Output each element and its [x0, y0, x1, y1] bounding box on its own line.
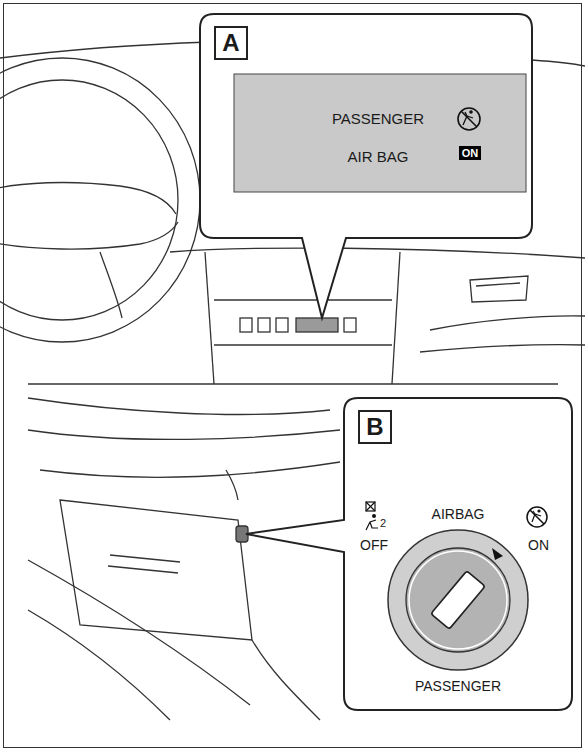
dashboard-illustration-part: [0, 42, 210, 58]
lower-dashboard-illustration-part: [28, 430, 340, 439]
switch-label: PASSENGER: [403, 678, 513, 695]
lower-dashboard-illustration-part: [110, 555, 180, 562]
airbag-on-icon-a-part: [458, 108, 480, 130]
key-switch-dial-part: [431, 571, 485, 629]
lower-dashboard-illustration-part: [108, 566, 178, 573]
switch-label: AIRBAG: [424, 506, 492, 523]
airbag-on-icon-b-part: [537, 509, 540, 512]
child-seat-off-icon-part: [372, 514, 376, 518]
indicator-text: PASSENGER AIR BAG: [322, 100, 434, 176]
lower-dashboard-illustration-part: [226, 470, 238, 500]
key-switch-dial-part: [492, 548, 503, 560]
dashboard-illustration-part: [392, 252, 400, 384]
callout-bubble-a-part: [234, 74, 526, 192]
airbag-on-icon-a: [458, 108, 480, 130]
page-frame-part: [28, 383, 558, 385]
dashboard-illustration-part: [0, 80, 178, 320]
lower-dashboard-illustration-part: [28, 398, 330, 414]
lower-dashboard-illustration-part: [28, 610, 170, 720]
key-switch-dial-part: [388, 530, 528, 670]
callout-bubble-b-part: [246, 398, 572, 710]
dashboard-illustration-part: [430, 316, 585, 330]
dashboard-illustration-part: [476, 283, 520, 286]
dashboard-illustration-part: [344, 318, 356, 332]
key-switch-dial-part: [406, 548, 510, 652]
callout-frame: B AIRBAG OFF ON PASSENGER 2: [344, 398, 572, 710]
dashboard-illustration-part: [258, 318, 270, 332]
dashboard-illustration-part: [205, 252, 214, 384]
dashboard-illustration-part: [296, 318, 338, 332]
key-switch-dial-part-part: [431, 571, 485, 629]
lower-dashboard-illustration-part: [28, 560, 250, 705]
child-seat-off-icon-part: [366, 502, 375, 511]
dashboard-illustration-part: [420, 345, 585, 352]
airbag-on-icon-a-part: [469, 110, 473, 114]
airbag-on-icon-b-part: [527, 507, 547, 527]
page-frame-part: [4, 4, 582, 748]
page-frame: [4, 4, 582, 748]
callout-bubble-b: [246, 398, 572, 710]
position-label: ON: [528, 537, 554, 554]
lower-dashboard-illustration-part: [252, 640, 320, 720]
dashboard-illustration-part: [276, 318, 288, 332]
icon-number: 2: [380, 517, 390, 530]
dashboard-illustration-part: [0, 58, 200, 342]
child-seat-off-icon: [366, 502, 378, 530]
callout-letter: A: [214, 26, 248, 60]
airbag-on-icon-b: [527, 507, 547, 527]
airbag-on-icon-b-part: [532, 511, 541, 522]
callout-letter: B: [358, 410, 392, 444]
dashboard-illustration-part: [214, 344, 392, 345]
callout-bubble-a-part: [200, 14, 532, 318]
key-switch-dial-part: [409, 551, 507, 649]
airbag-on-icon-a-part: [461, 111, 477, 127]
child-seat-off-icon-part: [366, 520, 378, 530]
indicator-display: PASSENGER AIR BAG ON: [234, 74, 526, 192]
airbag-on-icon-a-part: [463, 112, 473, 125]
dashboard-illustration-part: [0, 183, 176, 214]
callout-bubble-a: [200, 14, 532, 318]
lower-dashboard-illustration-part: [40, 462, 340, 477]
dashboard-illustration-part: [470, 276, 528, 302]
key-switch-dial: [388, 530, 528, 670]
dashboard-illustration-part: [0, 222, 178, 249]
lower-dashboard-illustration: [28, 398, 340, 720]
child-seat-off-icon-part: [366, 502, 375, 511]
dashboard-illustration-part: [214, 299, 392, 300]
dashboard-illustration-part: [532, 60, 585, 66]
callout-frame: A PASSENGER AIR BAG ON: [200, 14, 532, 238]
airbag-on-icon-b-part: [530, 510, 544, 524]
dashboard-illustration-part: [240, 318, 252, 332]
badge-text: ON: [459, 146, 481, 160]
lower-dashboard-illustration-part: [60, 500, 252, 640]
position-label: OFF: [360, 537, 394, 554]
dashboard-illustration-part: [100, 252, 122, 318]
on-badge: ON: [459, 146, 481, 160]
child-seat-off-icon-part: [366, 502, 375, 511]
dashboard-illustration-part: [170, 248, 585, 258]
